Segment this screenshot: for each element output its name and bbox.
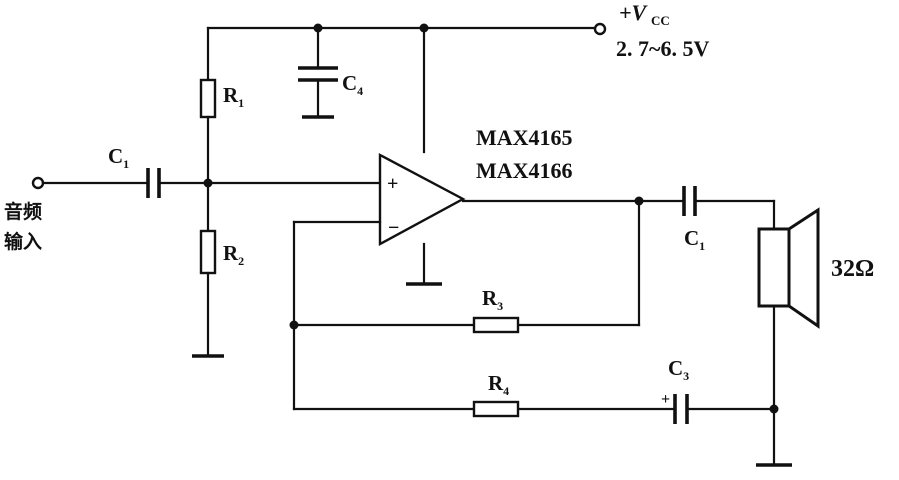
feedback-wiring bbox=[289, 199, 776, 411]
resistor-r4 bbox=[472, 400, 520, 418]
resistor-r1 bbox=[199, 78, 217, 233]
input-label-line2: 输入 bbox=[4, 230, 42, 253]
capacitor-c3 bbox=[673, 394, 689, 424]
ic-part-number-2: MAX4166 bbox=[476, 158, 573, 183]
r1-label: R1 bbox=[223, 83, 244, 110]
vcc-range: 2. 7~6. 5V bbox=[616, 36, 709, 61]
c3-polarity: + bbox=[661, 391, 670, 408]
input-label-line1: 音频 bbox=[4, 200, 42, 223]
vcc-symbol: +V bbox=[619, 0, 649, 25]
speaker-impedance: 32Ω bbox=[831, 256, 874, 282]
vcc-subscript: CC bbox=[651, 13, 670, 28]
opamp-plus-sign: + bbox=[387, 173, 398, 195]
r3-label: R3 bbox=[482, 286, 503, 313]
c4-label: C4 bbox=[342, 71, 363, 98]
opamp-triangle bbox=[378, 153, 466, 286]
vcc-terminal bbox=[593, 22, 607, 36]
capacitor-c1-input bbox=[41, 168, 382, 198]
resistor-r3 bbox=[472, 316, 520, 334]
c1-input-label: C1 bbox=[108, 144, 129, 171]
ic-part-number-1: MAX4165 bbox=[476, 125, 573, 150]
resistor-r2 bbox=[192, 229, 224, 358]
c1-output-label: C1 bbox=[684, 226, 705, 253]
input-terminal bbox=[31, 176, 45, 190]
output-wiring bbox=[461, 186, 776, 231]
supply-rail bbox=[206, 23, 598, 154]
c3-label: C3 bbox=[668, 356, 689, 383]
r2-label: R2 bbox=[223, 241, 244, 268]
r4-label: R4 bbox=[488, 371, 509, 398]
capacitor-c4 bbox=[298, 66, 338, 119]
opamp-minus-sign: − bbox=[388, 217, 399, 239]
speaker bbox=[756, 207, 820, 467]
